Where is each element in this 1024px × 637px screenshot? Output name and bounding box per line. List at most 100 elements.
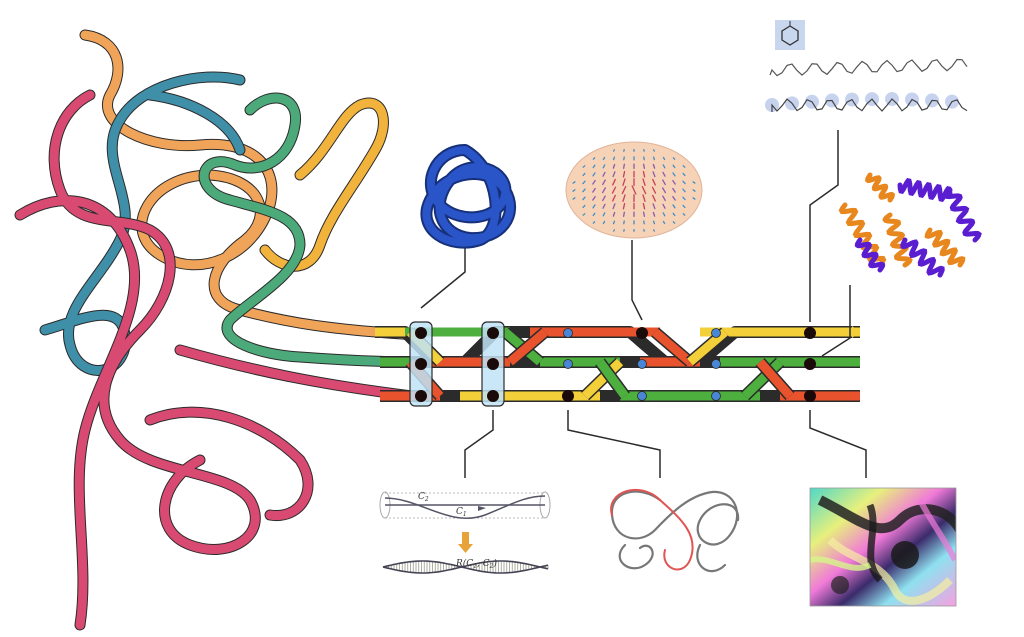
ribbon-tangle: [14, 29, 426, 631]
spin-arrow: [652, 171, 656, 178]
node[interactable]: [636, 327, 648, 339]
spin-arrow: [652, 203, 656, 210]
node[interactable]: [487, 358, 499, 370]
spin-texture-disc: [565, 141, 703, 239]
spin-arrow: [631, 185, 637, 195]
node[interactable]: [415, 358, 427, 370]
spin-arrow: [572, 197, 576, 200]
spin-arrow: [662, 171, 666, 177]
protein-helix: [897, 178, 953, 202]
protein-helix: [943, 187, 982, 243]
spin-arrow: [662, 156, 666, 161]
spin-arrow: [662, 220, 666, 225]
spin-arrow: [592, 187, 596, 193]
spin-arrow: [613, 149, 615, 152]
spin-arrow: [612, 194, 616, 202]
spin-arrow: [642, 170, 646, 178]
spin-arrow: [652, 156, 656, 161]
spin-arrow: [672, 212, 676, 217]
connector-lines: [420, 130, 867, 478]
spin-arrow: [602, 179, 606, 186]
node[interactable]: [804, 390, 816, 402]
spin-arrow: [612, 220, 616, 225]
spin-arrow: [642, 202, 646, 210]
protein-helix: [865, 172, 895, 203]
protein-helix: [854, 237, 886, 273]
ribbon-yellow: [259, 97, 389, 272]
spin-arrow: [672, 221, 676, 224]
spin-arrow: [613, 229, 615, 232]
spin-arrow: [692, 189, 696, 192]
spin-arrow: [602, 171, 606, 177]
knotted-loop: [610, 489, 740, 573]
spin-arrow: [572, 189, 576, 192]
spin-arrows: [572, 148, 696, 232]
node-blue[interactable]: [711, 359, 721, 369]
node[interactable]: [562, 390, 574, 402]
spin-arrow: [672, 179, 676, 185]
spin-arrow: [622, 170, 626, 178]
node-blue[interactable]: [637, 391, 647, 401]
spin-arrow: [653, 229, 655, 232]
spin-arrow: [612, 156, 616, 161]
rc1c2-label: R(C1, C2): [455, 558, 497, 570]
spin-arrow: [592, 204, 596, 209]
node[interactable]: [415, 390, 427, 402]
protein-helix: [900, 237, 945, 278]
spin-arrow: [592, 157, 596, 160]
spin-arrow: [612, 171, 616, 178]
spin-arrow: [622, 178, 626, 186]
spin-arrow: [662, 212, 666, 217]
node[interactable]: [415, 327, 427, 339]
protein-helix: [924, 227, 966, 268]
spin-arrow: [652, 220, 656, 225]
spin-arrow: [611, 186, 617, 194]
spin-arrow: [602, 195, 606, 202]
spin-arrow: [592, 164, 596, 169]
spin-arrow: [662, 203, 666, 209]
spin-arrow: [641, 185, 647, 195]
spin-arrow: [682, 196, 686, 201]
down-arrow-icon: [458, 532, 473, 553]
spin-arrow: [642, 211, 646, 217]
spin-arrow: [692, 197, 696, 200]
spin-arrow: [602, 203, 606, 209]
spin-arrow: [601, 187, 607, 194]
spin-arrow: [682, 213, 686, 216]
node[interactable]: [804, 358, 816, 370]
node-blue[interactable]: [637, 359, 647, 369]
node[interactable]: [804, 327, 816, 339]
spin-arrow: [602, 212, 606, 217]
dna-writhe-panel: C2 C1 R(C1, C2): [379, 491, 551, 574]
spin-arrow: [582, 180, 586, 185]
node[interactable]: [487, 390, 499, 402]
spin-arrow: [652, 163, 656, 169]
spin-arrow: [653, 149, 655, 152]
spin-arrow: [592, 172, 596, 177]
braid-nodes-blue: [563, 328, 721, 401]
spin-arrow: [662, 195, 666, 202]
node-blue[interactable]: [563, 328, 573, 338]
dna-helix-strip: [382, 560, 549, 574]
node-blue[interactable]: [563, 359, 573, 369]
spin-arrow: [602, 156, 606, 161]
node[interactable]: [487, 327, 499, 339]
liquid-crystal-texture-image: [810, 488, 956, 606]
spin-arrow: [622, 211, 626, 217]
spin-arrow: [582, 165, 586, 168]
protein-helices: [838, 172, 982, 278]
dna-backbone: [382, 560, 549, 574]
node-blue[interactable]: [711, 391, 721, 401]
braid-strands: [375, 326, 860, 402]
spin-arrow: [582, 196, 586, 201]
c2-label: C2: [418, 492, 429, 503]
node-blue[interactable]: [711, 328, 721, 338]
spin-arrow: [652, 194, 656, 202]
c1-label: C1: [456, 507, 467, 518]
molecule-chain-beads: [765, 92, 959, 112]
spin-arrow: [592, 221, 596, 224]
spin-arrow: [672, 172, 676, 177]
spin-arrow: [662, 164, 666, 169]
braid-nodes-black: [415, 327, 816, 402]
spin-arrow: [652, 211, 656, 217]
